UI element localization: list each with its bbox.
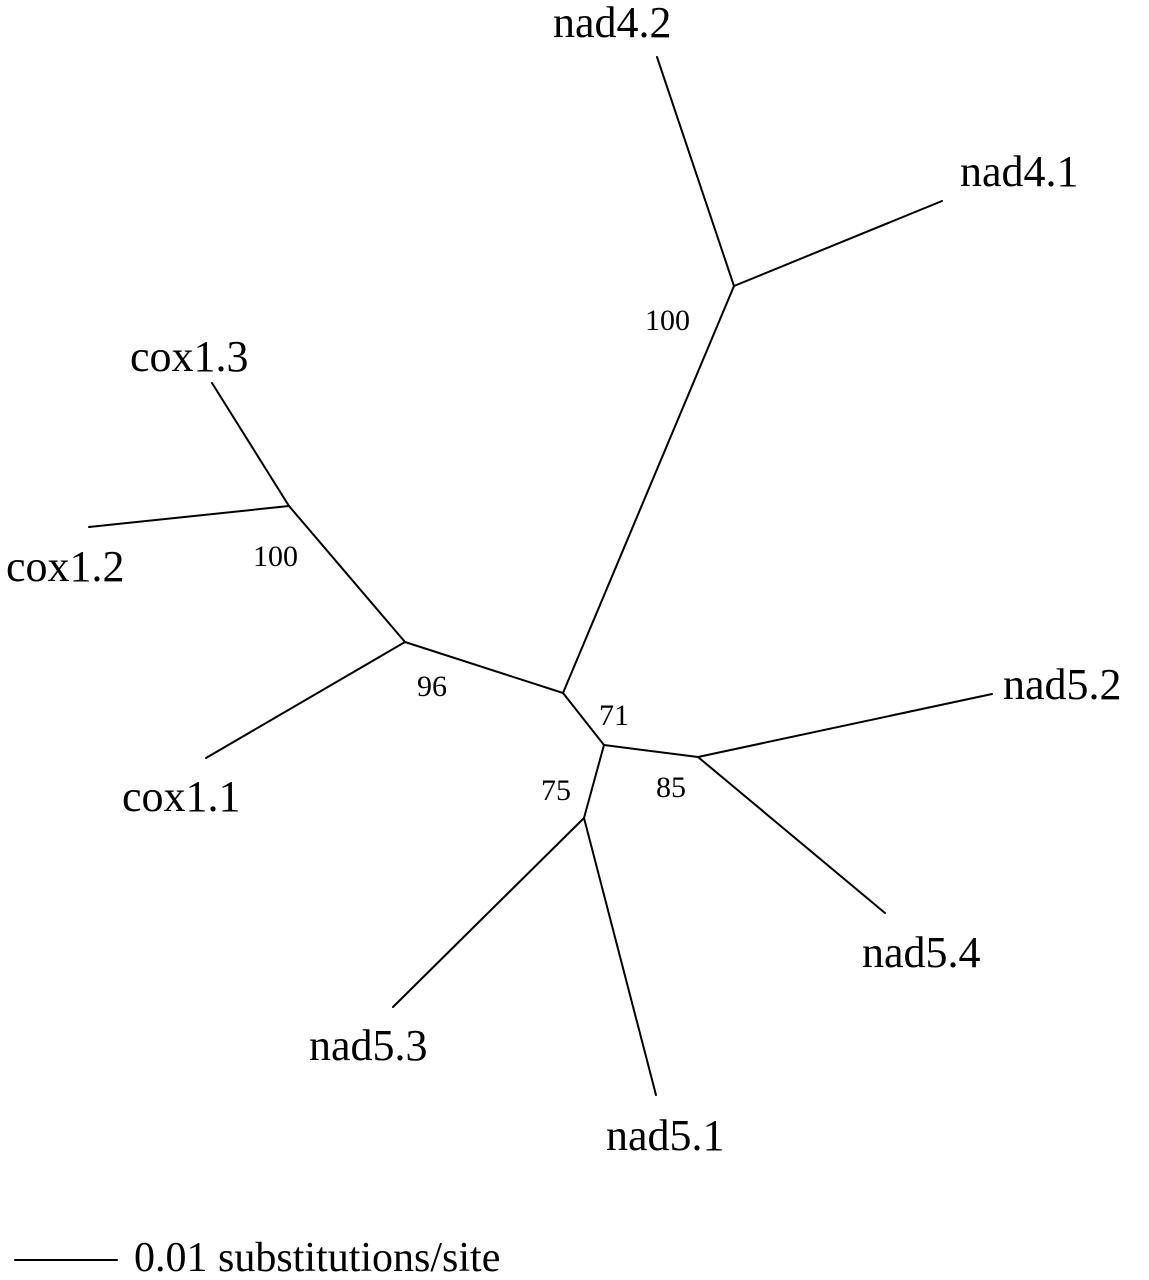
leaf-nad5-4: nad5.4 [862,928,981,977]
branch-cox1-1 [205,641,406,759]
scale-bar-label: 0.01 substitutions/site [134,1235,500,1280]
support-nad4-clade: 100 [645,304,690,337]
leaf-cox1-2: cox1.2 [6,542,125,591]
branch-nad4-2 [656,56,735,287]
branch-cox1-3 [211,382,290,507]
scale-bar: 0.01 substitutions/site [14,1235,500,1280]
branch-nad5-24-stem [603,744,699,758]
support-nad5-2-4: 85 [656,771,686,804]
branch-cox1-2 [88,505,290,528]
branch-cox-inner [288,505,406,643]
leaf-cox1-1: cox1.1 [122,772,241,821]
branch-nad5-2 [697,693,993,758]
support-cox-inner: 100 [253,540,298,573]
branch-nad5-31-stem [583,744,605,819]
branch-nad5-3 [392,817,585,1008]
branch-nad4-1 [733,200,943,287]
tree-branches [88,56,993,1096]
support-cox-clade: 96 [417,670,447,703]
leaf-nad5-2: nad5.2 [1003,660,1122,709]
branch-nad5-4 [697,756,886,914]
leaf-nad5-3: nad5.3 [309,1021,428,1070]
branch-center-nad5 [562,692,605,746]
leaf-labels: nad4.2 nad4.1 cox1.3 cox1.2 cox1.1 nad5.… [6,0,1122,1160]
support-values: 100 100 96 71 75 85 [253,304,690,807]
leaf-nad4-2: nad4.2 [553,0,672,47]
branch-cox-stem [404,641,564,694]
support-center: 71 [599,699,629,732]
support-nad5-3-1: 75 [541,774,571,807]
leaf-nad5-1: nad5.1 [606,1111,725,1160]
branch-nad5-1 [583,817,657,1096]
leaf-nad4-1: nad4.1 [960,147,1079,196]
branch-nad4-stem [562,285,735,694]
leaf-cox1-3: cox1.3 [130,332,249,381]
